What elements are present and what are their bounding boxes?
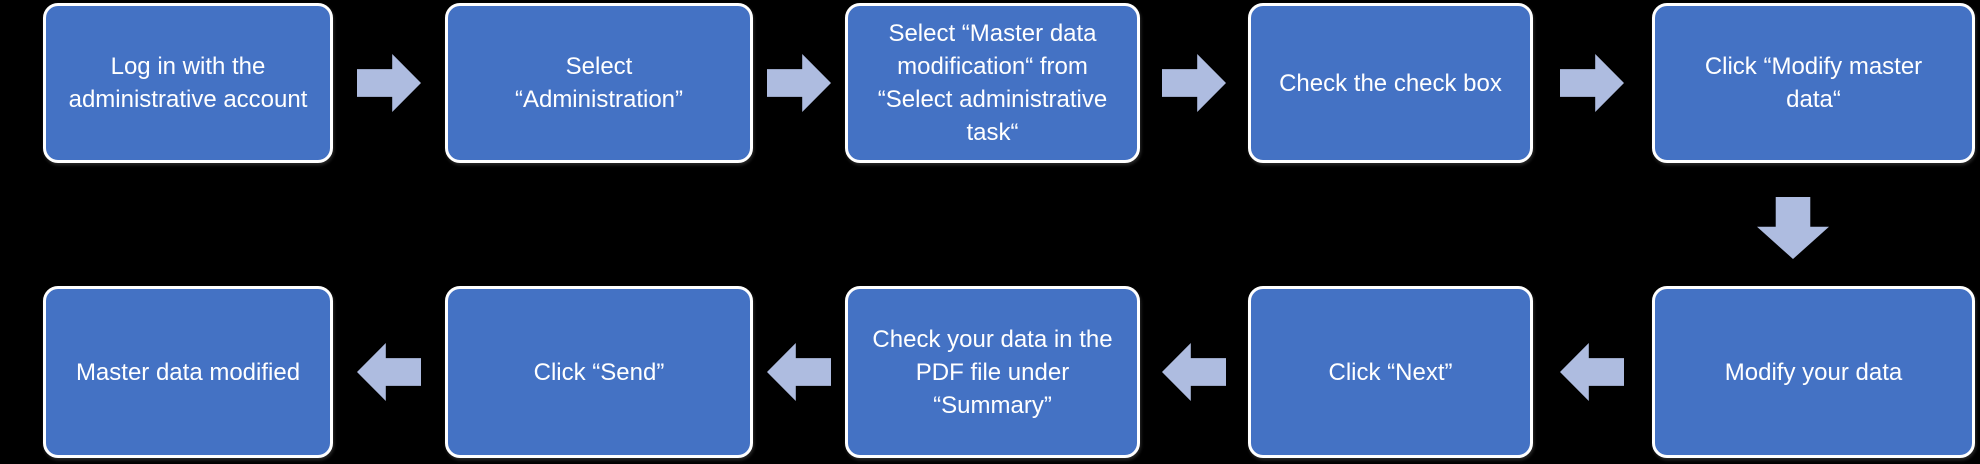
flow-step-select-administration: Select “Administration”: [445, 3, 753, 163]
flow-step-label: Click “Modify master data“: [1704, 53, 1923, 113]
flow-step-check-pdf-summary: Check your data in the PDF file under “S…: [845, 286, 1140, 458]
flow-step-label: Check the check box: [1279, 69, 1502, 97]
flow-step-label: Master data modified: [75, 358, 301, 386]
arrow-left-icon: [1162, 343, 1226, 401]
flow-step-label: Click “Send”: [533, 358, 665, 386]
arrow-right-icon: [357, 54, 421, 112]
flow-step-label: Click “Next”: [1328, 358, 1453, 386]
flow-step-check-checkbox: Check the check box: [1248, 3, 1533, 163]
arrow-right-icon: [1560, 54, 1624, 112]
arrow-left-icon: [1560, 343, 1624, 401]
flow-step-label: Check your data in the PDF file under “S…: [872, 325, 1113, 419]
arrow-left-icon: [767, 343, 831, 401]
flow-step-select-master-data-modification: Select “Master data modification“ from “…: [845, 3, 1140, 163]
flow-step-label: Log in with the administrative account: [68, 53, 308, 113]
flow-step-login: Log in with the administrative account: [43, 3, 333, 163]
flow-step-label: Modify your data: [1724, 358, 1903, 386]
flow-step-click-next: Click “Next”: [1248, 286, 1533, 458]
flow-step-modify-your-data: Modify your data: [1652, 286, 1975, 458]
flow-step-master-data-modified: Master data modified: [43, 286, 333, 458]
arrow-right-icon: [1162, 54, 1226, 112]
flow-step-click-send: Click “Send”: [445, 286, 753, 458]
flow-step-click-modify-master-data: Click “Modify master data“: [1652, 3, 1975, 163]
arrow-right-icon: [767, 54, 831, 112]
flow-step-label: Select “Administration”: [514, 53, 684, 113]
arrow-down-icon: [1757, 197, 1829, 259]
arrow-left-icon: [357, 343, 421, 401]
flow-step-label: Select “Master data modification“ from “…: [877, 20, 1108, 146]
